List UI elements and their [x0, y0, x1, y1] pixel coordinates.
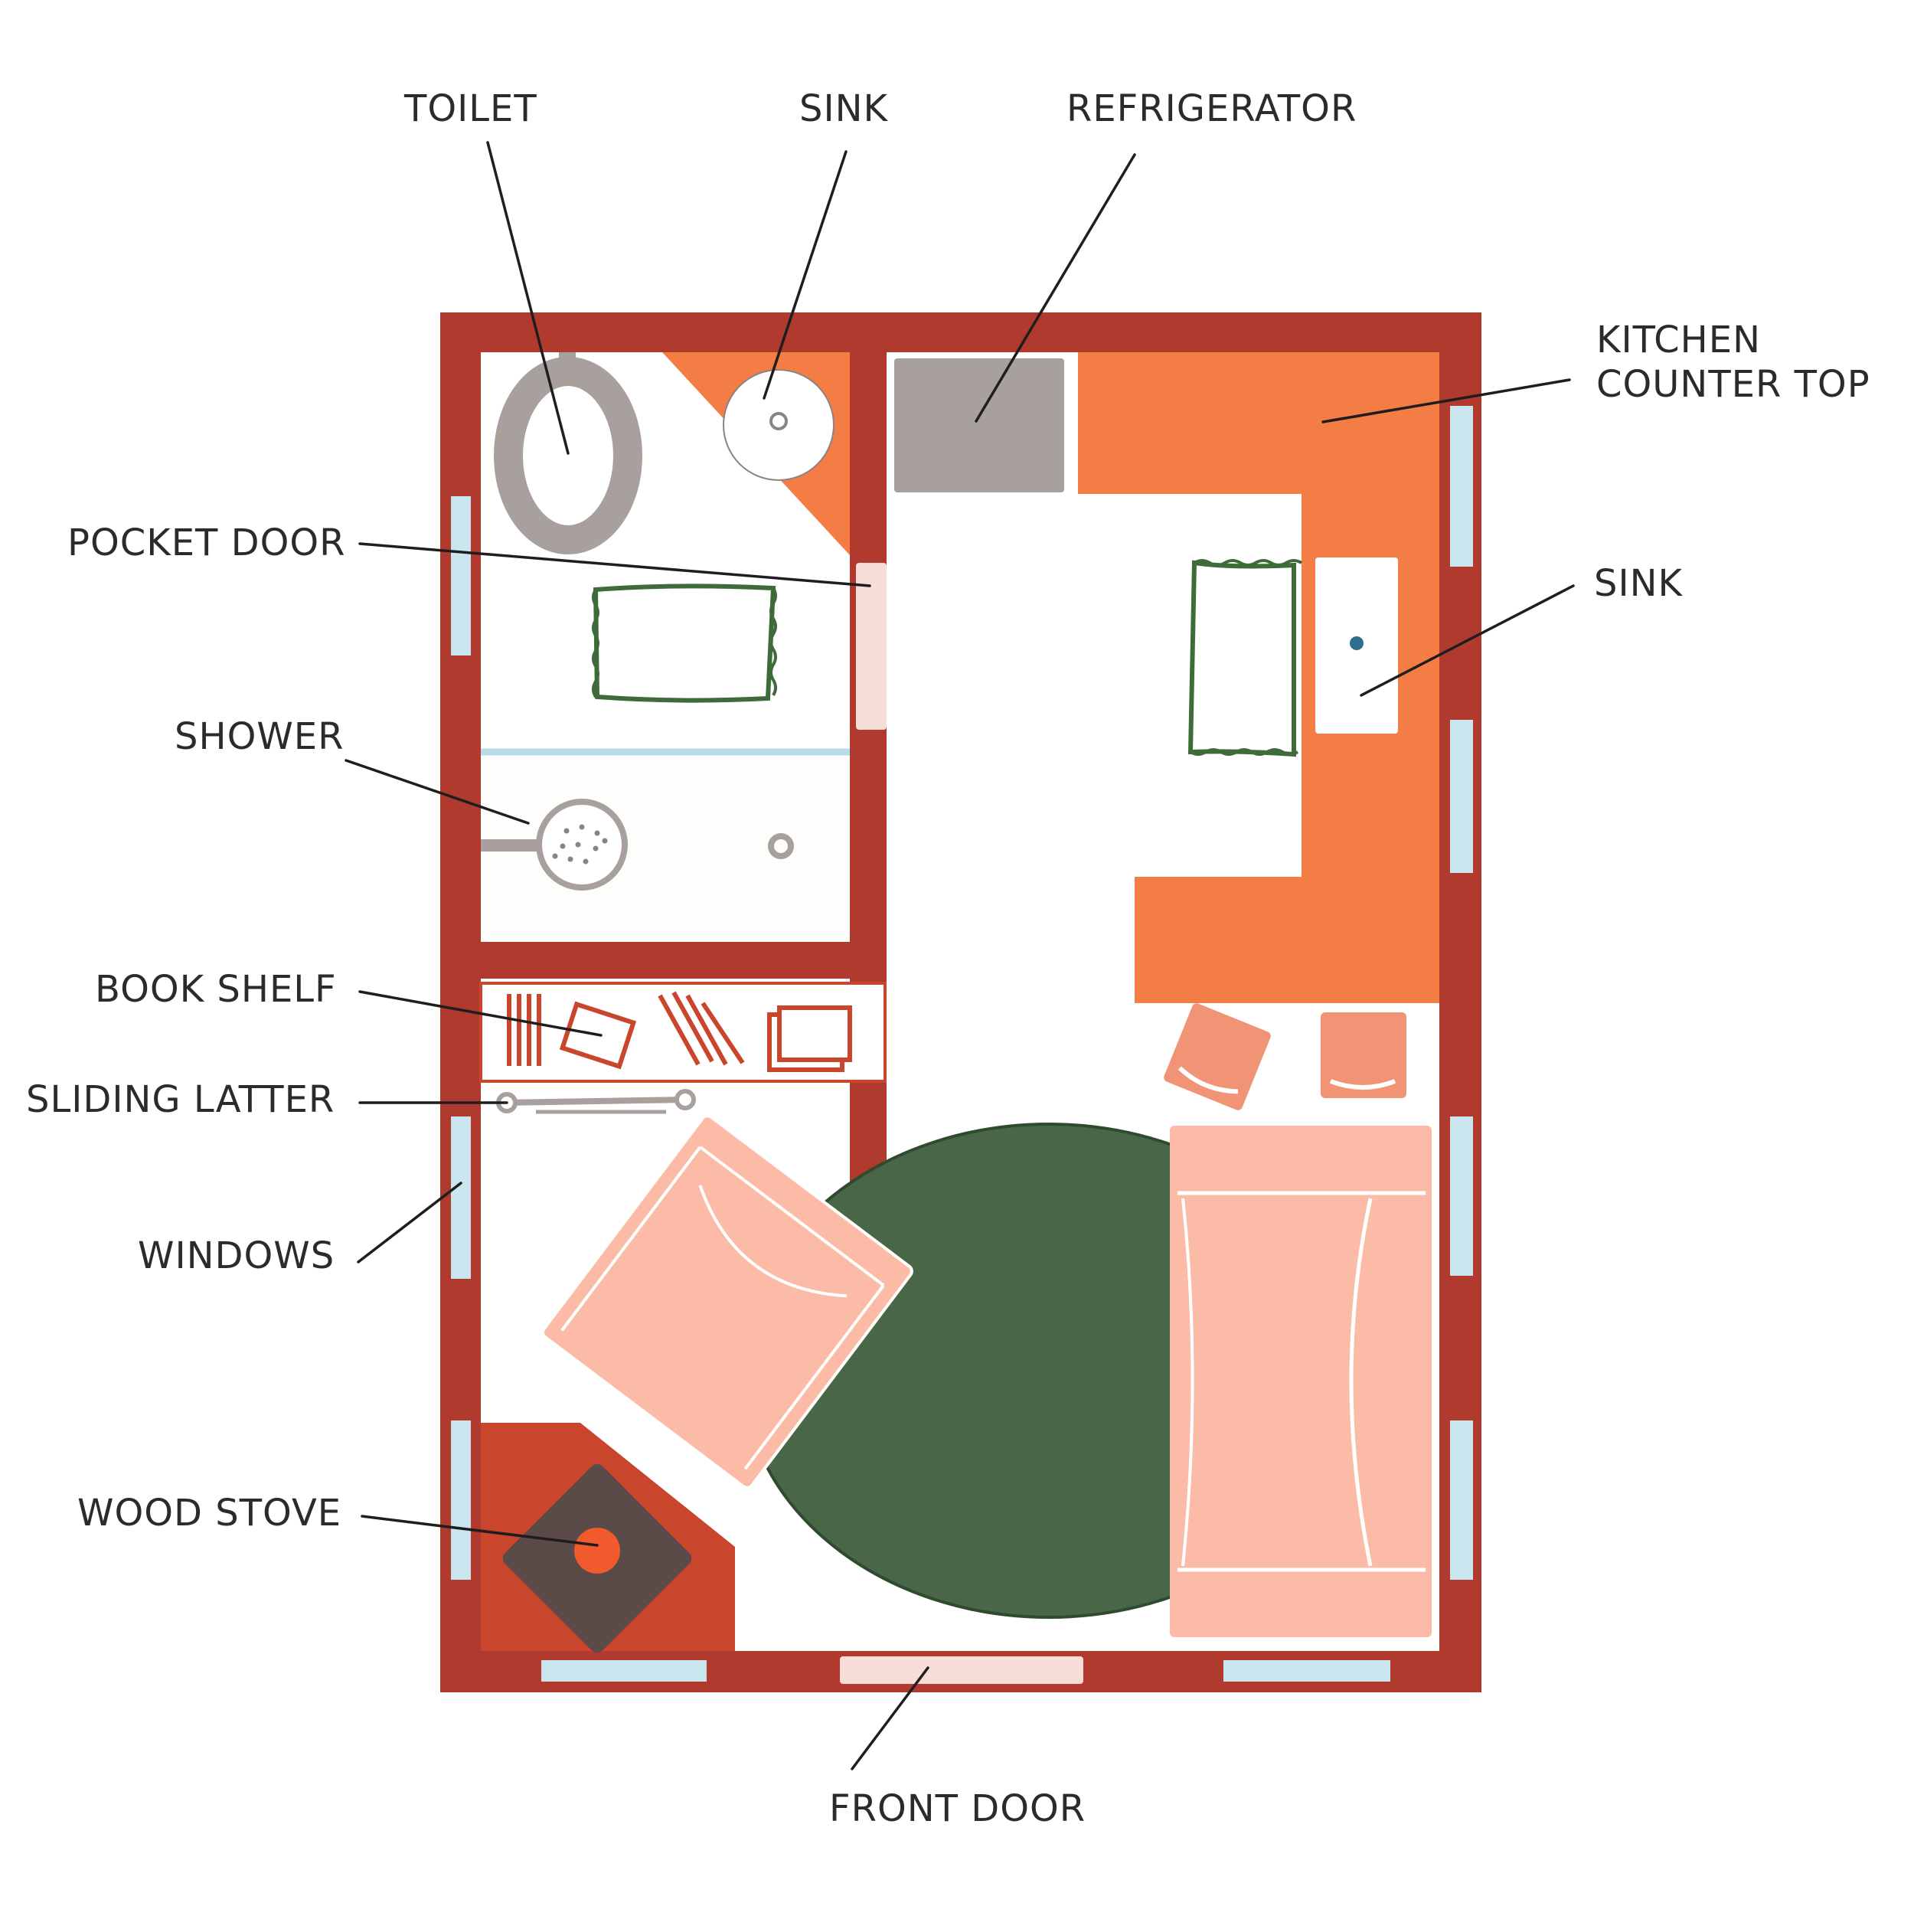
kitchen-counter-top: [1078, 352, 1439, 1003]
leader-shower: [345, 759, 530, 825]
bathroom: [481, 352, 850, 942]
leader-pocket-door: [358, 542, 871, 587]
label-kitchen-counter-line2: COUNTER TOP: [1596, 363, 1870, 406]
label-refrigerator: REFRIGERATOR: [1066, 87, 1357, 130]
label-kitchen-counter-line1: KITCHEN: [1596, 319, 1761, 361]
window-bottom-1: [541, 1660, 707, 1682]
label-front-door: FRONT DOOR: [829, 1787, 1086, 1830]
bath-mat: [593, 584, 776, 703]
window-right-1: [1450, 406, 1473, 567]
kitchen: [894, 352, 1439, 1110]
bath-sink-icon: [723, 369, 835, 481]
living-area: [541, 1114, 1432, 1637]
window-left-3: [451, 1420, 471, 1580]
kitchen-sink-drain-icon: [1350, 636, 1364, 650]
window-left-1: [451, 496, 471, 655]
bathroom-bottom-wall: [481, 942, 887, 979]
leader-wood-stove: [361, 1515, 599, 1547]
front-door: [840, 1656, 1083, 1684]
refrigerator: [894, 358, 1064, 492]
label-wood-stove: WOOD STOVE: [77, 1492, 341, 1535]
label-toilet: TOILET: [403, 87, 537, 130]
wood-stove-area: [481, 1423, 735, 1653]
label-windows: WINDOWS: [138, 1234, 335, 1277]
leader-kitchen-sink: [1360, 584, 1575, 697]
leader-windows: [357, 1182, 462, 1263]
shower-head-icon: [481, 799, 628, 891]
labels: TOILET SINK REFRIGERATOR KITCHEN COUNTER…: [26, 87, 1870, 1830]
leader-lines: [345, 141, 1575, 1770]
window-right-2: [1450, 720, 1473, 873]
book-shelf: [479, 982, 887, 1083]
window-left-2: [451, 1116, 471, 1279]
leader-front-door: [851, 1666, 929, 1770]
window-right-3: [1450, 1116, 1473, 1276]
shower-drain-icon: [768, 833, 794, 859]
toilet-icon: [494, 352, 642, 554]
sofa: [1170, 1126, 1432, 1637]
leader-refrigerator: [975, 153, 1136, 423]
label-bath-sink: SINK: [799, 87, 889, 130]
stove-flue-icon: [574, 1528, 620, 1574]
armchair: [541, 1114, 913, 1489]
label-sliding-ladder: SLIDING LATTER: [26, 1078, 335, 1121]
leader-book-shelf: [358, 990, 603, 1037]
pocket-door: [856, 563, 887, 730]
leader-bath-sink: [763, 150, 848, 400]
bar-stool-right: [1321, 1012, 1406, 1098]
label-pocket-door: POCKET DOOR: [67, 521, 346, 564]
window-right-4: [1450, 1420, 1473, 1580]
leader-toilet: [486, 141, 570, 455]
windows: [451, 406, 1473, 1682]
label-kitchen-sink: SINK: [1594, 562, 1684, 605]
label-shower: SHOWER: [175, 715, 344, 758]
label-book-shelf: BOOK SHELF: [95, 968, 337, 1011]
bar-stool-left: [1164, 1003, 1271, 1110]
kitchen-rug: [1187, 560, 1296, 757]
leader-kitchen-counter: [1321, 378, 1571, 423]
window-bottom-2: [1223, 1660, 1390, 1682]
